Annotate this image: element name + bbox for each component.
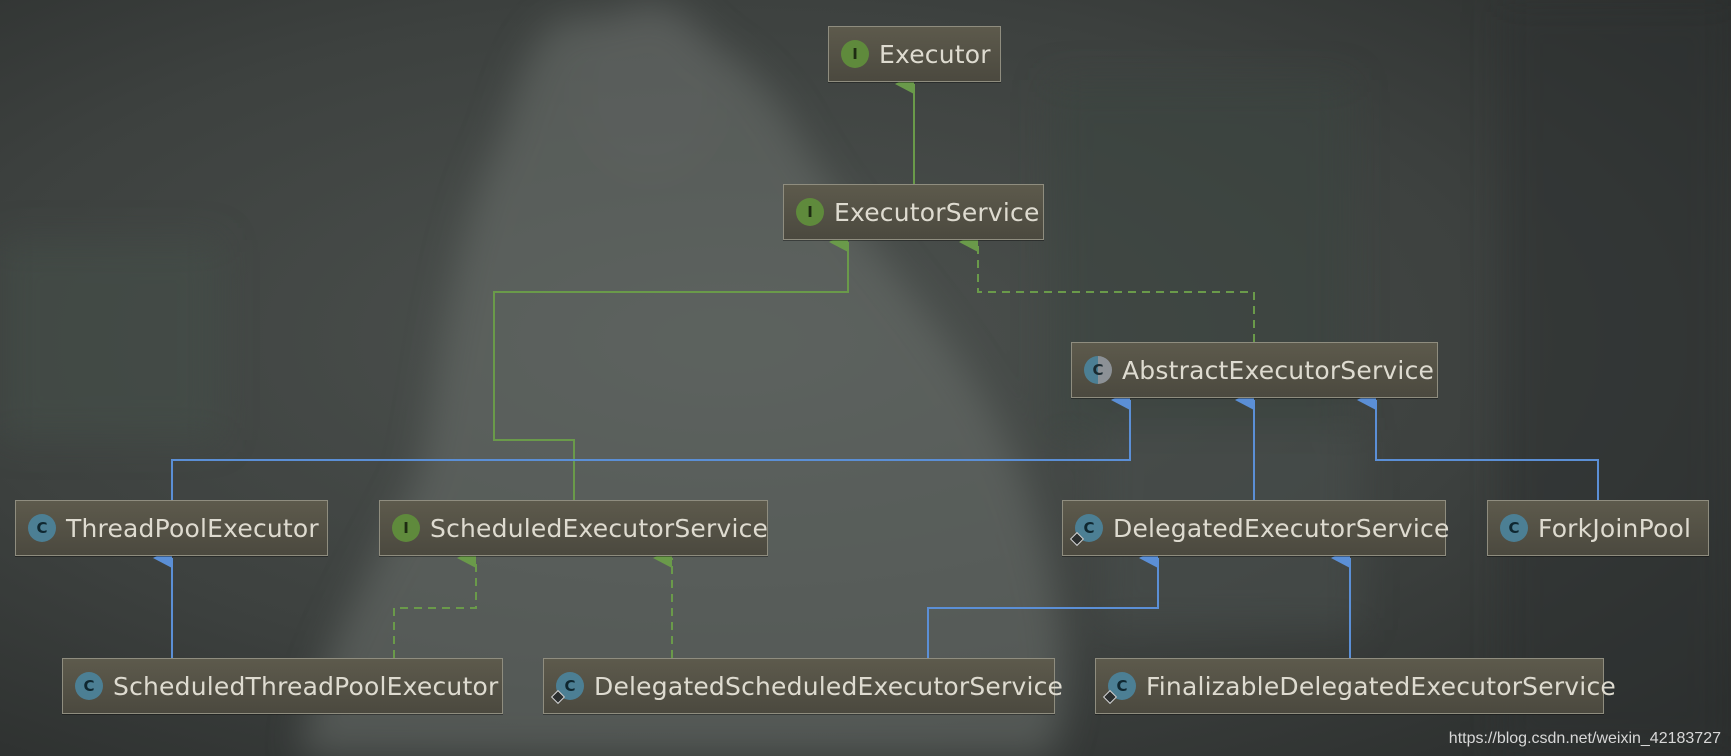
node-executorservice[interactable]: I ExecutorService — [783, 184, 1044, 240]
node-scheduledexecutorservice[interactable]: I ScheduledExecutorService — [379, 500, 768, 556]
node-label: ScheduledThreadPoolExecutor — [113, 671, 499, 701]
edge-abstractexecutorservice-to-executorservice — [959, 232, 1255, 342]
edge-forkjoinpool-to-abstractexecutorservice — [1357, 390, 1599, 500]
node-threadpoolexecutor[interactable]: C ThreadPoolExecutor — [15, 500, 328, 556]
class-icon: C — [75, 672, 103, 700]
node-label: ScheduledExecutorService — [430, 513, 769, 543]
edge-scheduledexecutorservice-to-executorservice — [493, 232, 849, 500]
class-icon: C — [1069, 514, 1103, 547]
node-delegatedexecutorservice[interactable]: C DelegatedExecutorService — [1062, 500, 1449, 556]
edge-threadpoolexecutor-to-abstractexecutorservice — [171, 390, 1131, 500]
class-icon: C — [1500, 514, 1528, 542]
static-modifier-icon — [550, 689, 566, 705]
class-icon: C — [28, 514, 56, 542]
node-delegatedscheduledexecutorservice[interactable]: C DelegatedScheduledExecutorService — [543, 658, 1063, 714]
node-label: ForkJoinPool — [1538, 513, 1692, 543]
class-icon: C — [1102, 672, 1136, 705]
node-label: ThreadPoolExecutor — [66, 513, 319, 543]
interface-icon: I — [841, 40, 869, 68]
interface-icon: I — [392, 514, 420, 542]
node-label: AbstractExecutorService — [1122, 355, 1435, 385]
node-scheduledthreadpoolexecutor[interactable]: C ScheduledThreadPoolExecutor — [62, 658, 503, 714]
static-modifier-icon — [1069, 531, 1085, 547]
watermark-url: https://blog.csdn.net/weixin_42183727 — [1448, 730, 1721, 747]
static-modifier-icon — [1102, 689, 1118, 705]
node-forkjoinpool[interactable]: C ForkJoinPool — [1487, 500, 1709, 556]
node-label: Executor — [879, 39, 991, 69]
edge-delegatedscheduledexecutorservice-to-delegatedexecutorservice — [927, 548, 1159, 658]
node-label: FinalizableDelegatedExecutorService — [1146, 671, 1616, 701]
node-abstractexecutorservice[interactable]: C AbstractExecutorService — [1071, 342, 1438, 398]
node-label: ExecutorService — [834, 197, 1040, 227]
interface-icon: I — [796, 198, 824, 226]
abstract-class-icon: C — [1084, 356, 1112, 384]
node-label: DelegatedScheduledExecutorService — [594, 671, 1064, 701]
edge-scheduledthreadpoolexecutor-to-scheduledexecutorservice — [393, 548, 477, 658]
node-executor[interactable]: I Executor — [828, 26, 1001, 82]
node-label: DelegatedExecutorService — [1113, 513, 1450, 543]
node-finalizabledelegatedexecutorservice[interactable]: C FinalizableDelegatedExecutorService — [1095, 658, 1616, 714]
class-icon: C — [550, 672, 584, 705]
